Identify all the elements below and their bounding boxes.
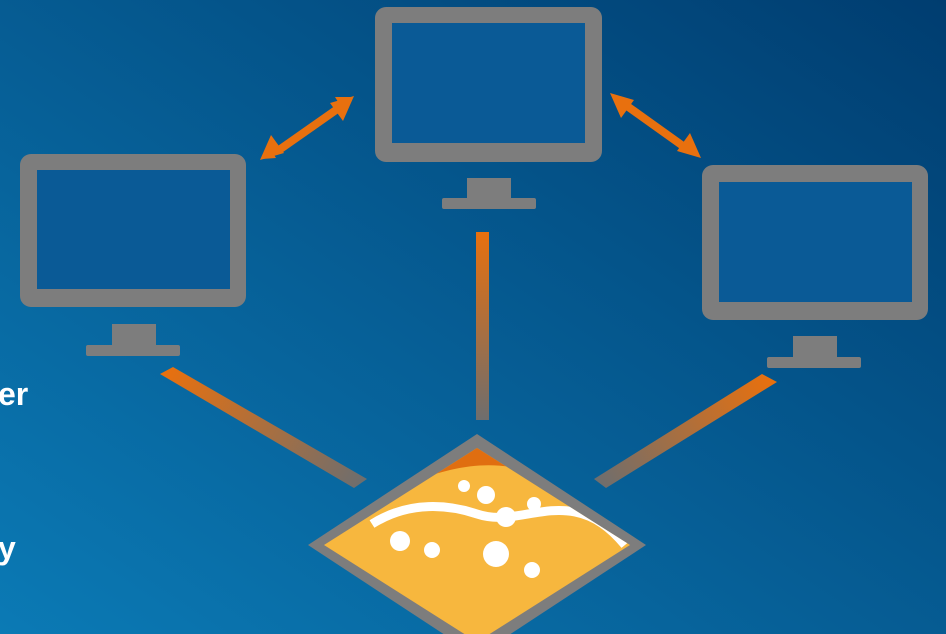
cropped-text-line-1: er (0, 376, 29, 412)
monitor-center-icon (375, 7, 602, 209)
connector-center (476, 232, 489, 420)
connector-left (160, 367, 367, 488)
sync-arrow-right (610, 93, 701, 158)
monitor-right-icon (702, 165, 928, 368)
sync-arrow-left (260, 96, 354, 160)
connector-right (594, 374, 777, 488)
monitor-left-icon (20, 154, 246, 356)
cropped-text-line-2: y (0, 530, 16, 566)
